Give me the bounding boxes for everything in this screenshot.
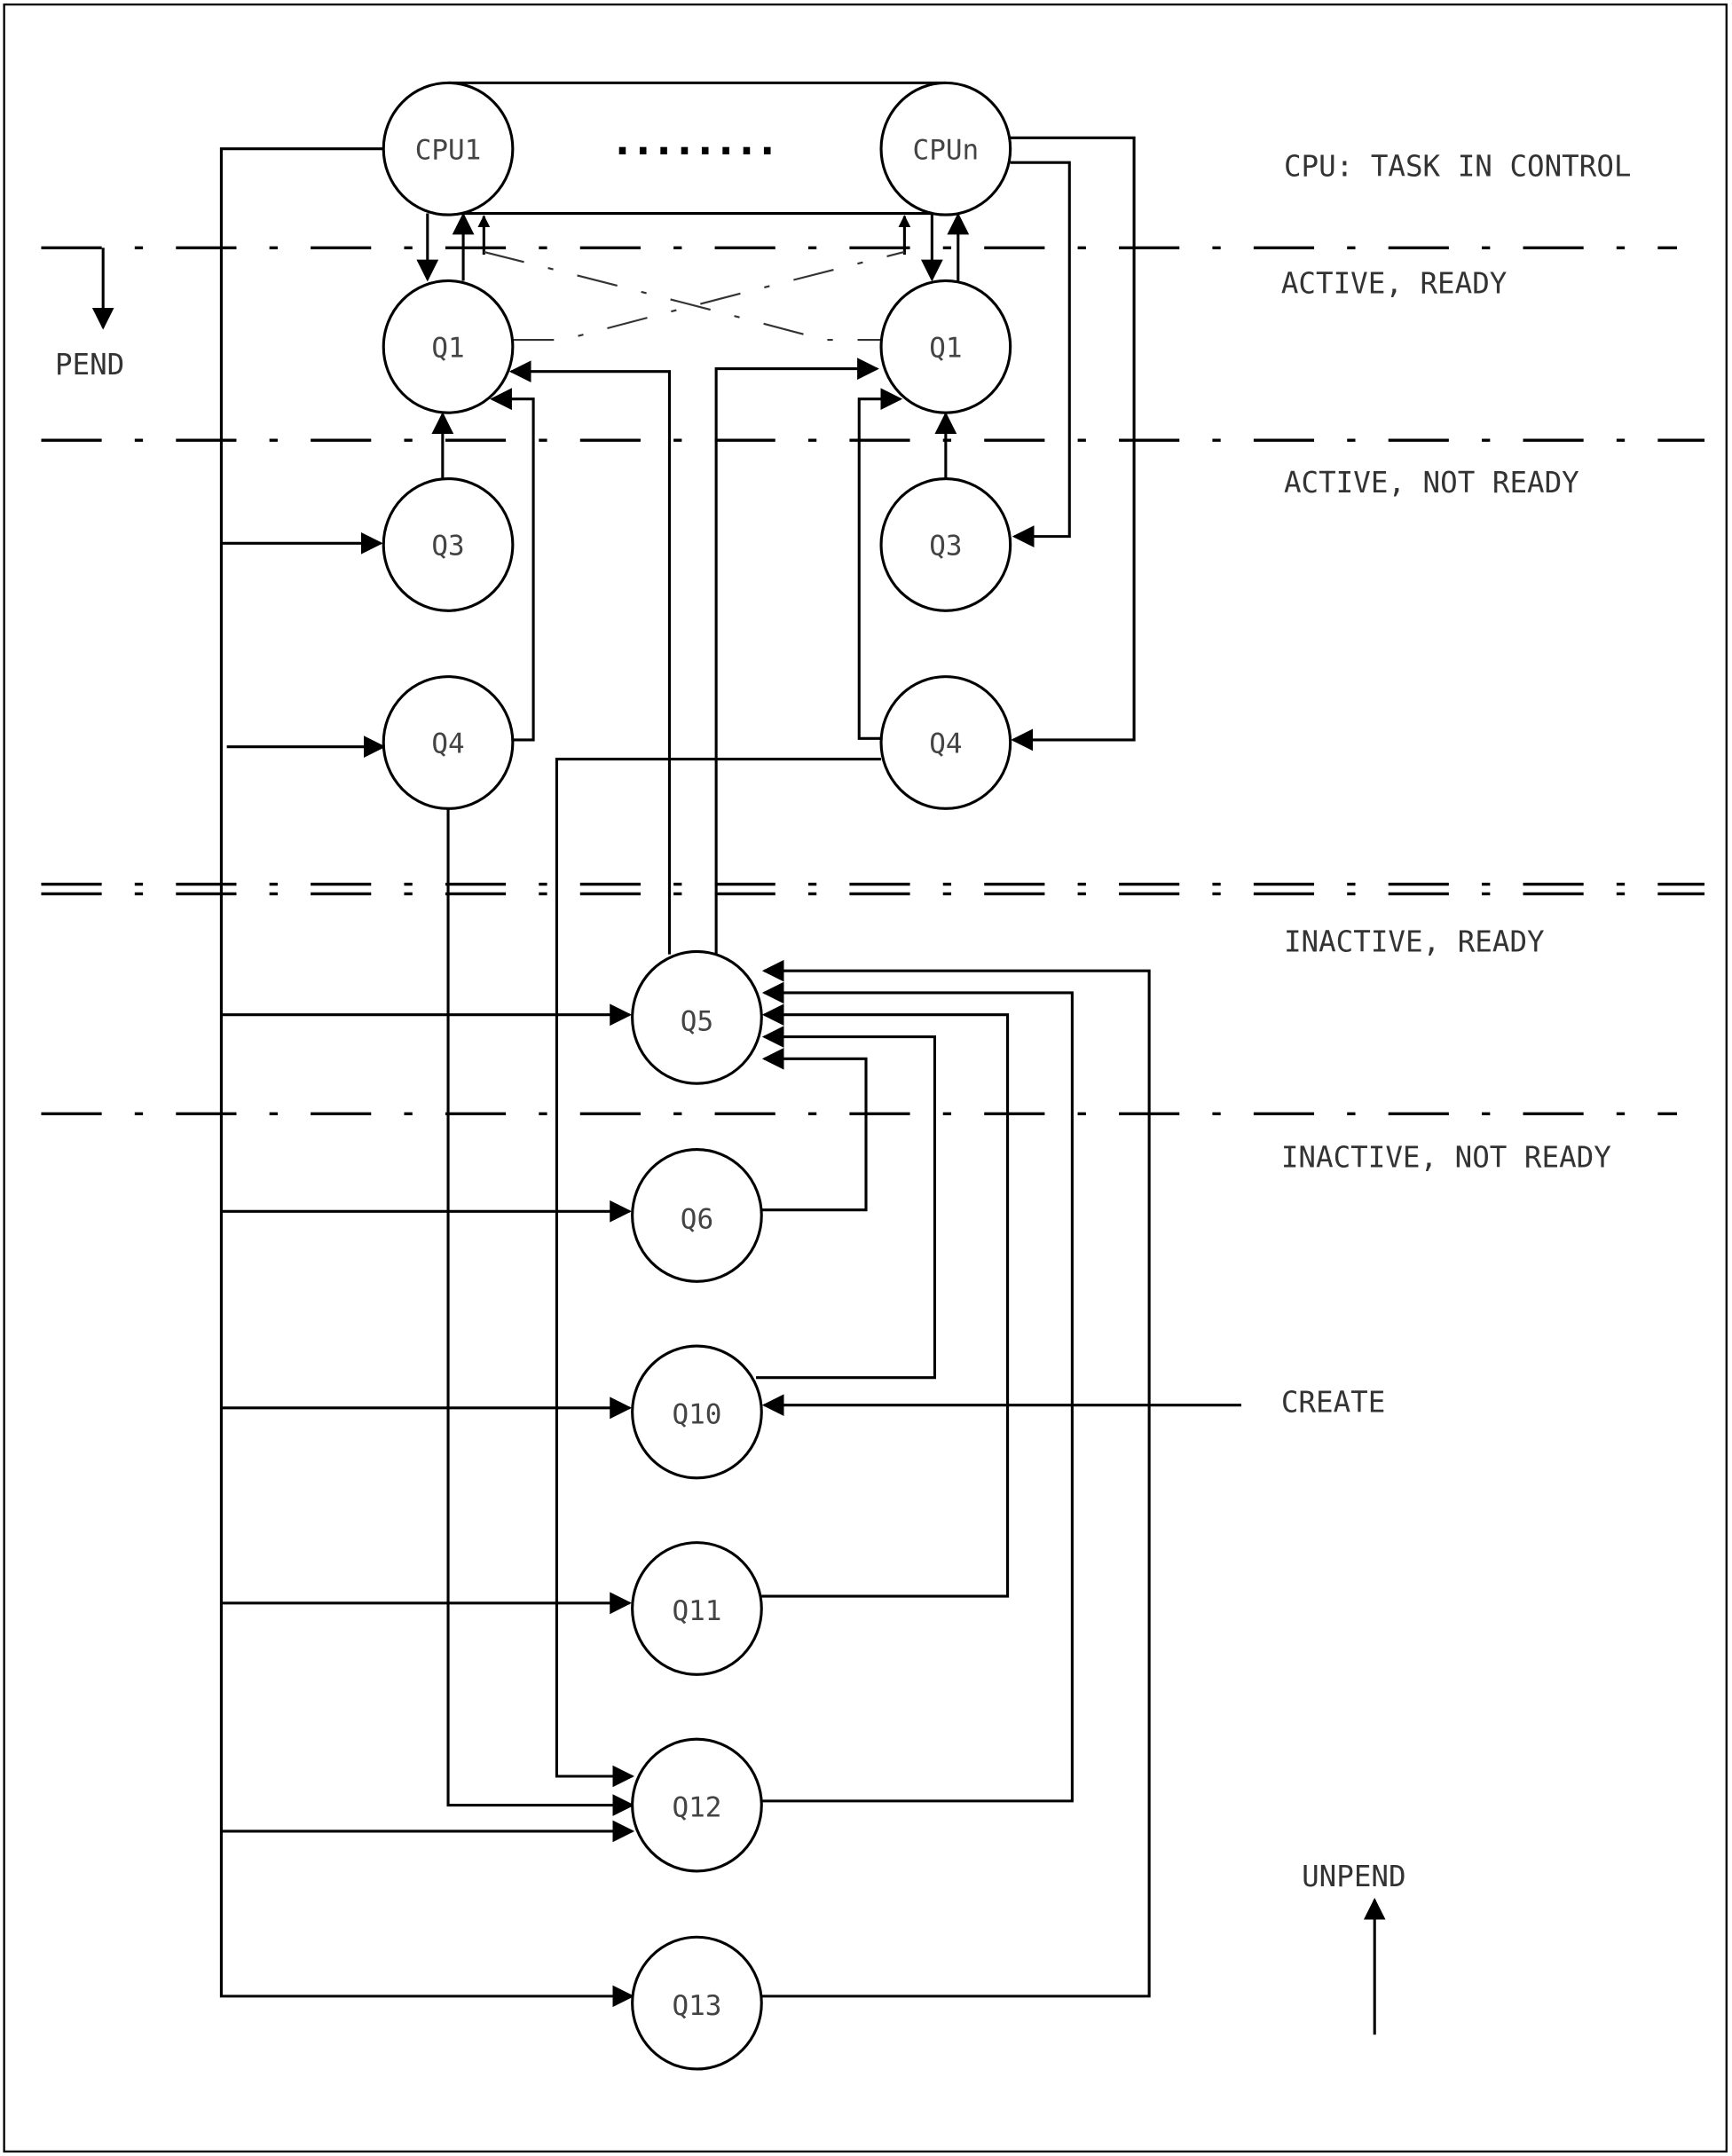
node-q1-left: Q1 bbox=[382, 279, 515, 414]
node-q10: Q10 bbox=[631, 1344, 763, 1480]
node-label: Q1 bbox=[929, 332, 962, 364]
node-label: CPUn bbox=[913, 134, 980, 166]
node-q3-right: Q3 bbox=[879, 476, 1012, 612]
node-q12: Q12 bbox=[631, 1737, 763, 1873]
node-cpu1: CPU1 bbox=[382, 81, 515, 216]
node-label: Q3 bbox=[431, 531, 464, 563]
cpu-ellipsis: ........ bbox=[610, 116, 775, 164]
zone-separators bbox=[41, 246, 1705, 1115]
zone-label-active-not-ready: ACTIVE, NOT READY bbox=[1284, 466, 1579, 500]
frame-border bbox=[3, 3, 1728, 2153]
node-q4-right: Q4 bbox=[879, 675, 1012, 810]
create-label: CREATE bbox=[1281, 1385, 1385, 1419]
node-q6: Q6 bbox=[631, 1148, 763, 1283]
zone-label-inactive-ready: INACTIVE, READY bbox=[1284, 925, 1545, 958]
node-label: Q10 bbox=[672, 1399, 721, 1431]
node-label: Q4 bbox=[929, 728, 962, 760]
node-label: Q6 bbox=[681, 1204, 713, 1236]
node-label: Q4 bbox=[431, 728, 464, 760]
node-q11: Q11 bbox=[631, 1541, 763, 1676]
node-label: CPU1 bbox=[415, 134, 482, 166]
node-q13: Q13 bbox=[631, 1935, 763, 2071]
node-q1-right: Q1 bbox=[879, 279, 1012, 414]
node-label: Q12 bbox=[672, 1792, 721, 1824]
node-label: Q13 bbox=[672, 1990, 721, 2022]
node-q4-left: Q4 bbox=[382, 675, 515, 810]
zone-label-inactive-not-ready: INACTIVE, NOT READY bbox=[1281, 1141, 1611, 1175]
zone-label-active-ready: ACTIVE, READY bbox=[1281, 266, 1508, 300]
pend-label: PEND bbox=[55, 348, 124, 382]
node-label: Q11 bbox=[672, 1595, 721, 1627]
node-label: Q3 bbox=[929, 531, 962, 563]
node-q3-left: Q3 bbox=[382, 476, 515, 612]
connectors bbox=[91, 136, 1386, 2035]
cpu-cylinder bbox=[448, 81, 946, 216]
node-cpun: CPUn bbox=[879, 81, 1012, 216]
node-label: Q1 bbox=[431, 332, 464, 364]
node-label: Q5 bbox=[681, 1006, 713, 1038]
zone-label-cpu: CPU: TASK IN CONTROL bbox=[1284, 150, 1632, 184]
unpend-label: UNPEND bbox=[1302, 1860, 1405, 1893]
cross-connectors bbox=[484, 250, 905, 342]
node-q5: Q5 bbox=[631, 949, 763, 1085]
